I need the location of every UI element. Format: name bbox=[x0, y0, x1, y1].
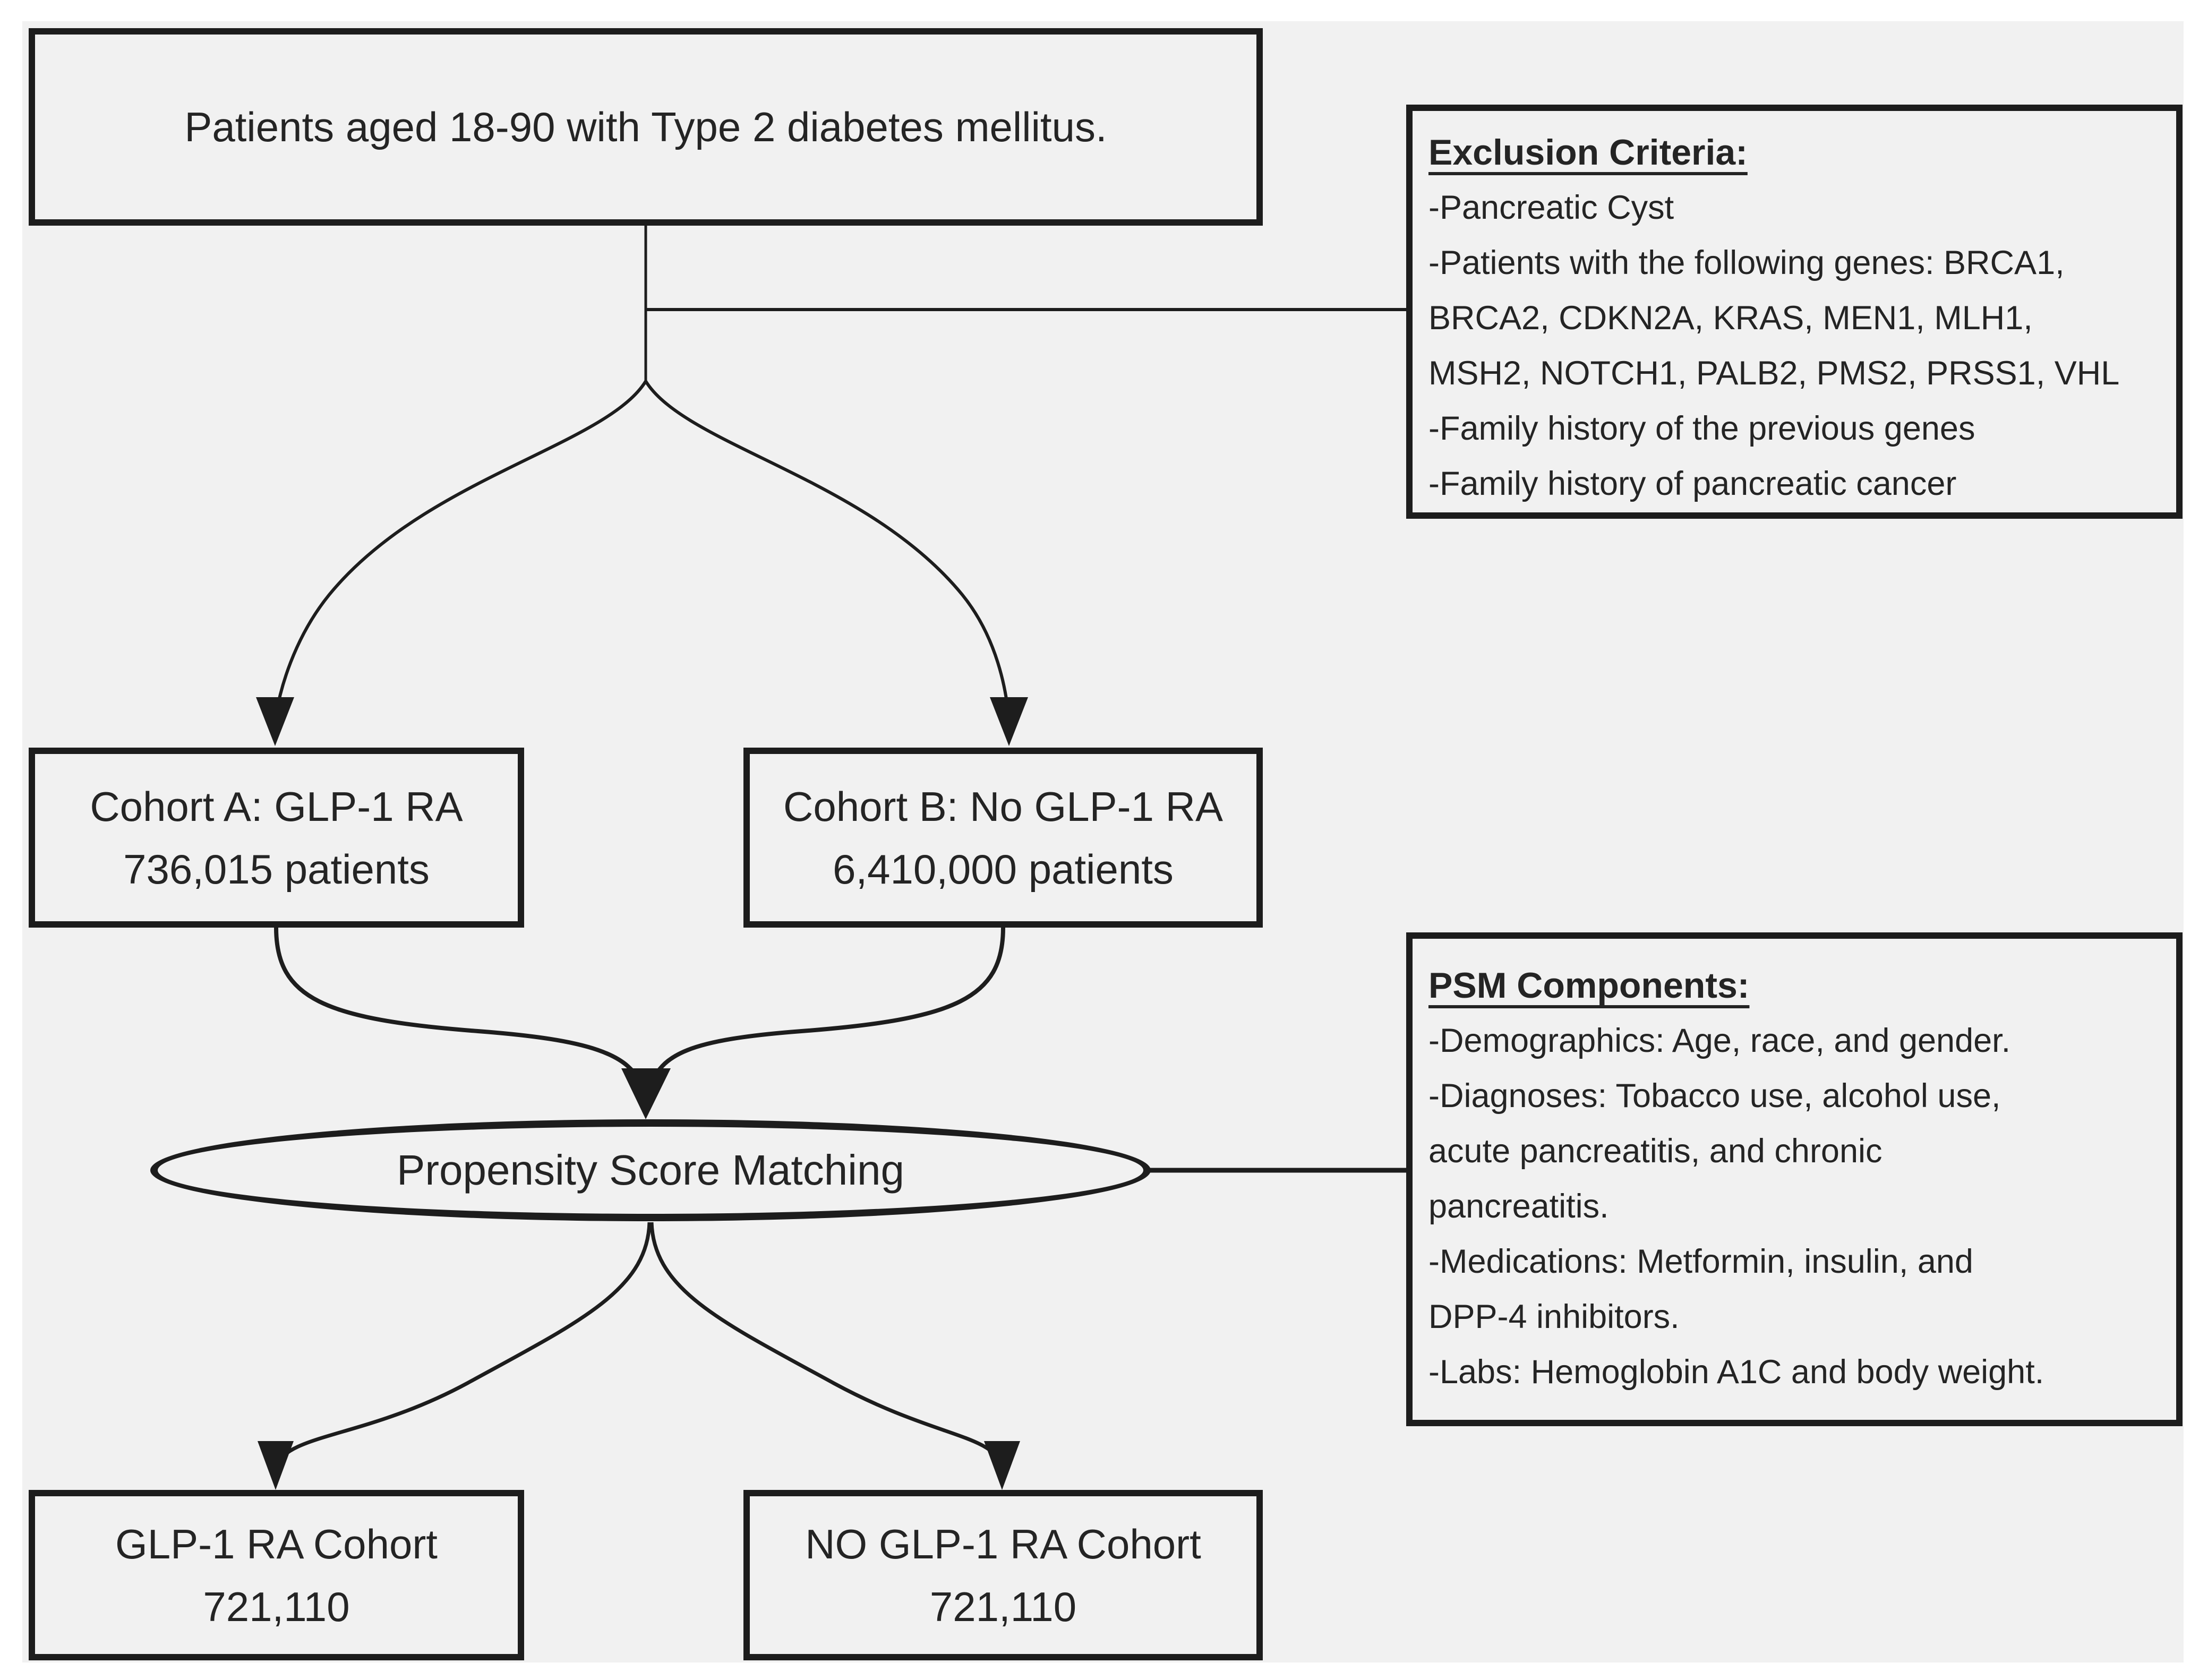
psm-components-title: PSM Components: bbox=[1428, 965, 1750, 1006]
cohort-a-label: Cohort A: GLP-1 RA bbox=[90, 783, 463, 830]
list-line: acute pancreatitis, and chronic bbox=[1428, 1133, 1883, 1170]
node-cohort-b: Cohort B: No GLP-1 RA 6,410,000 patients bbox=[743, 748, 1263, 928]
psm-components-list: -Demographics: Age, race, and gender. -Di… bbox=[1428, 1013, 2169, 1400]
node-propensity-score-matching: Propensity Score Matching bbox=[150, 1119, 1151, 1221]
matched-a-count: 721,110 bbox=[203, 1583, 350, 1630]
matched-a-label: GLP-1 RA Cohort bbox=[115, 1520, 438, 1567]
list-line: -Medications: Metformin, insulin, and bbox=[1428, 1243, 1973, 1280]
list-line: -Pancreatic Cyst bbox=[1428, 189, 1674, 226]
population-text: Patients aged 18-90 with Type 2 diabetes… bbox=[184, 104, 1107, 150]
node-psm-components: PSM Components: -Demographics: Age, race… bbox=[1406, 932, 2183, 1426]
node-exclusion-criteria: Exclusion Criteria: -Pancreatic Cyst -Pat… bbox=[1406, 105, 2183, 519]
psm-text: Propensity Score Matching bbox=[396, 1146, 904, 1194]
list-line: DPP-4 inhibitors. bbox=[1428, 1298, 1680, 1335]
list-line: -Family history of pancreatic cancer bbox=[1428, 465, 1957, 502]
exclusion-title: Exclusion Criteria: bbox=[1428, 132, 1748, 173]
node-population: Patients aged 18-90 with Type 2 diabetes… bbox=[29, 28, 1263, 226]
matched-b-count: 721,110 bbox=[929, 1583, 1077, 1630]
node-matched-no-glp1-cohort: NO GLP-1 RA Cohort 721,110 bbox=[743, 1490, 1263, 1660]
cohort-b-count: 6,410,000 patients bbox=[833, 845, 1174, 893]
list-line: -Labs: Hemoglobin A1C and body weight. bbox=[1428, 1353, 2044, 1391]
list-line: MSH2, NOTCH1, PALB2, PMS2, PRSS1, VHL bbox=[1428, 355, 2120, 392]
list-line: BRCA2, CDKN2A, KRAS, MEN1, MLH1, bbox=[1428, 299, 2033, 337]
list-line: -Diagnoses: Tobacco use, alcohol use, bbox=[1428, 1077, 2001, 1115]
cohort-a-count: 736,015 patients bbox=[123, 845, 430, 893]
cohort-b-label: Cohort B: No GLP-1 RA bbox=[783, 783, 1223, 830]
list-line: pancreatitis. bbox=[1428, 1188, 1609, 1225]
matched-b-label: NO GLP-1 RA Cohort bbox=[805, 1520, 1201, 1567]
list-line: -Family history of the previous genes bbox=[1428, 410, 1975, 447]
list-line: -Demographics: Age, race, and gender. bbox=[1428, 1022, 2011, 1059]
node-matched-glp1-cohort: GLP-1 RA Cohort 721,110 bbox=[29, 1490, 524, 1660]
exclusion-list: -Pancreatic Cyst -Patients with the follo… bbox=[1428, 180, 2169, 511]
list-line: -Patients with the following genes: BRCA… bbox=[1428, 244, 2065, 281]
node-cohort-a: Cohort A: GLP-1 RA 736,015 patients bbox=[29, 748, 524, 928]
